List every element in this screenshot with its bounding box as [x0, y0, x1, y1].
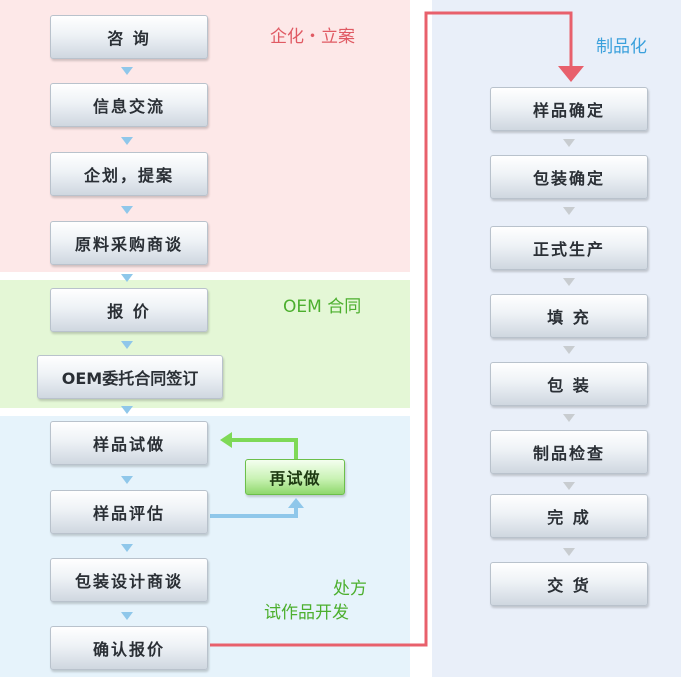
retry-trial-button[interactable]: 再试做 [245, 459, 345, 495]
section-label-development-line2: 试作品开发 [264, 603, 349, 623]
step-formal-production[interactable]: 正式生产 [490, 226, 648, 270]
step-information-exchange[interactable]: 信息交流 [50, 83, 208, 127]
arrow-down-icon [121, 274, 133, 282]
step-oem-contract-signing[interactable]: OEM委托合同签订 [37, 355, 223, 399]
evaluation-to-retry-line [210, 504, 298, 518]
arrow-down-icon [121, 544, 133, 552]
red-connector-line [210, 11, 573, 647]
arrow-down-icon [121, 406, 133, 414]
step-confirm-quotation[interactable]: 确认报价 [50, 626, 208, 670]
step-completion[interactable]: 完 成 [490, 494, 648, 538]
arrow-down-icon [563, 548, 575, 556]
step-packaging[interactable]: 包 装 [490, 362, 648, 406]
arrow-down-icon [121, 206, 133, 214]
section-label-oem: OEM 合同 [283, 297, 362, 317]
step-material-purchase-talks[interactable]: 原料采购商谈 [50, 221, 208, 265]
arrow-down-icon [563, 207, 575, 215]
arrow-down-icon [563, 346, 575, 354]
retry-return-arrowhead [220, 432, 232, 448]
step-product-inspection[interactable]: 制品检查 [490, 430, 648, 474]
section-label-development-line1: 处方 [333, 579, 367, 599]
arrow-down-icon [563, 278, 575, 286]
arrow-down-icon [121, 67, 133, 75]
section-label-production: 制品化 [596, 37, 647, 57]
step-filling[interactable]: 填 充 [490, 294, 648, 338]
evaluation-to-retry-arrowhead [288, 498, 304, 508]
step-consultation[interactable]: 咨 询 [50, 15, 208, 59]
arrow-down-icon [121, 137, 133, 145]
red-connector-arrowhead [558, 66, 584, 82]
step-quotation[interactable]: 报 价 [50, 288, 208, 332]
arrow-down-icon [563, 139, 575, 147]
step-sample-trial[interactable]: 样品试做 [50, 421, 208, 465]
step-planning-proposal[interactable]: 企划，提案 [50, 152, 208, 196]
step-sample-confirmed[interactable]: 样品确定 [490, 87, 648, 131]
arrow-down-icon [563, 414, 575, 422]
retry-return-line [228, 438, 298, 463]
step-package-design-talks[interactable]: 包装设计商谈 [50, 558, 208, 602]
arrow-down-icon [121, 341, 133, 349]
arrow-down-icon [121, 612, 133, 620]
step-package-confirmed[interactable]: 包装确定 [490, 155, 648, 199]
step-sample-evaluation[interactable]: 样品评估 [50, 490, 208, 534]
arrow-down-icon [121, 476, 133, 484]
arrow-down-icon [563, 482, 575, 490]
step-delivery[interactable]: 交 货 [490, 562, 648, 606]
section-label-planning: 企化・立案 [270, 27, 355, 47]
